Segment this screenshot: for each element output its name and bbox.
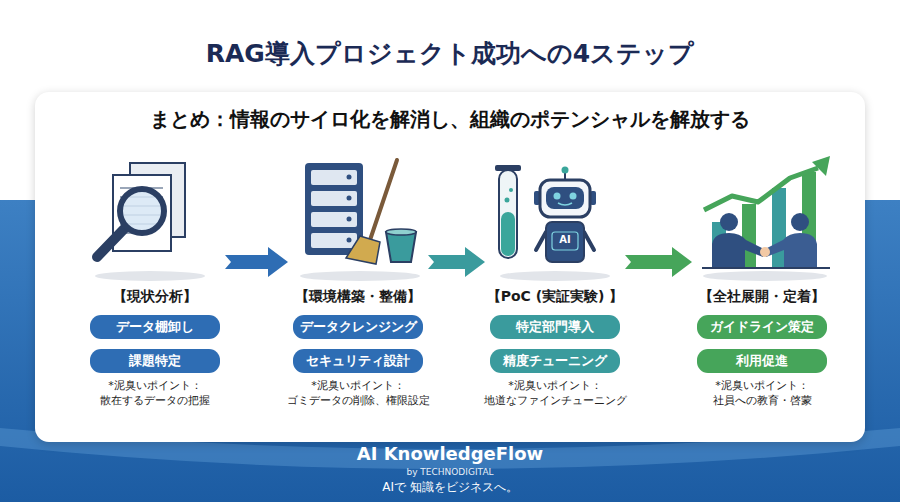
paper-line [120,223,163,225]
trend-line [704,168,818,210]
robot-eye [570,193,577,200]
summary-card: まとめ：情報のサイロ化を解消し、組織のポテンシャルを解放する【現状分析】*泥臭い… [35,92,865,442]
robot-smile [558,203,572,205]
task-pill: 課題特定 [90,349,220,373]
paper-front [113,175,171,251]
step-column: 【全社展開・定着】*泥臭いポイント： 社員への教育・啓蒙ガイドライン策定利用促進 [692,150,832,412]
task-pill: データ棚卸し [90,315,220,339]
person-head [720,213,738,231]
paper-line [120,187,163,189]
chart-bar [802,172,816,268]
task-pill: ガイドライン策定 [697,315,827,339]
server-slot [311,212,357,227]
step-arrow [625,247,692,277]
task-text: ガイドライン策定 [697,315,827,339]
robot-visor [546,187,584,209]
bucket-rim [386,229,416,235]
chart-bar [742,204,756,268]
poc-robot-icon [495,165,610,281]
robot-head [540,180,590,217]
trend-arrowhead [812,156,830,176]
broom-head [346,236,380,264]
server-slot [311,233,357,248]
handshake [760,247,770,257]
task-text: 特定部門導入 [490,315,620,339]
task-text: セキュリティ設計 [293,349,423,373]
bucket [386,232,416,262]
step-heading: 【環境構築・整備】 [258,286,458,306]
brand-name: AI KnowledgeFlow [0,443,900,465]
server-cleaning-icon [300,160,420,281]
antenna-tip [562,167,569,174]
server-led [347,196,352,201]
step-note: *泥臭いポイント： 地道なファインチューニング [470,378,640,408]
task-pill: 利用促進 [697,349,827,373]
chart-bar [712,222,726,268]
magnifier-lens [120,189,164,233]
brand-tagline: AIで 知識をビジネスへ。 [0,479,900,495]
task-pill: 特定部門導入 [490,315,620,339]
person-head [791,213,809,231]
robot-body [546,222,584,262]
icon-shadow [500,271,610,281]
tube-rim [495,165,521,171]
test-tube [499,170,517,258]
person-body [763,233,817,268]
step-column: 【環境構築・整備】*泥臭いポイント： ゴミデータの削除、権限設定データクレンジン… [288,150,428,412]
summary-text: まとめ：情報のサイロ化を解消し、組織のポテンシャルを解放する [35,106,865,132]
task-text: 利用促進 [697,349,827,373]
step-note: *泥臭いポイント： 社員への教育・啓蒙 [677,378,847,408]
bubble [505,198,510,203]
icon-shadow [703,271,827,281]
chart-bar [772,188,786,268]
step-note: *泥臭いポイント： ゴミデータの削除、権限設定 [273,378,443,408]
brand-company: by TECHNODIGITAL [0,466,900,479]
person-body [712,233,766,268]
server-slot [311,170,357,185]
server-rack [305,163,363,255]
step-arrow [428,247,485,277]
robot-antenna [564,172,566,181]
paper-line [120,205,163,207]
robot-badge [552,232,578,250]
step-arrow [225,247,288,277]
server-slot [311,191,357,206]
icon-shadow [95,271,205,281]
step-column: 【PoC (実証実験) 】*泥臭いポイント： 地道なファインチューニング特定部門… [485,150,625,412]
diagram-title: RAG導入プロジェクト成功への4ステップ [0,38,900,70]
paper-line [120,196,163,198]
step-heading: 【現状分析】 [55,286,255,306]
document-search-icon [95,163,205,281]
paper-back [130,163,185,237]
chart-baseline [702,267,830,269]
step-heading: 【PoC (実証実験) 】 [455,286,655,306]
task-pill: セキュリティ設計 [293,349,423,373]
paper-line [120,214,163,216]
tube-liquid [501,212,515,256]
server-led [347,238,352,243]
task-pill: 精度チューニング [490,349,620,373]
step-column: 【現状分析】*泥臭いポイント： 散在するデータの把握データ棚卸し課題特定 [85,150,225,412]
robot-ear [534,191,540,205]
task-text: 精度チューニング [490,349,620,373]
task-text: データクレンジング [293,315,423,339]
server-led [347,175,352,180]
broom-handle [370,160,397,240]
growth-handshake-icon [702,156,830,281]
robot-arm [536,232,546,250]
robot-ear [590,191,596,205]
step-note: *泥臭いポイント： 散在するデータの把握 [70,378,240,408]
robot-eye [554,193,561,200]
paper-line [120,232,150,234]
task-text: データ棚卸し [90,315,220,339]
bubble [509,188,513,192]
task-text: 課題特定 [90,349,220,373]
robot-arm [584,232,594,250]
magnifier-handle [97,229,124,257]
server-led [347,217,352,222]
icon-shadow [300,271,420,281]
task-pill: データクレンジング [293,315,423,339]
step-heading: 【全社展開・定着】 [662,286,862,306]
